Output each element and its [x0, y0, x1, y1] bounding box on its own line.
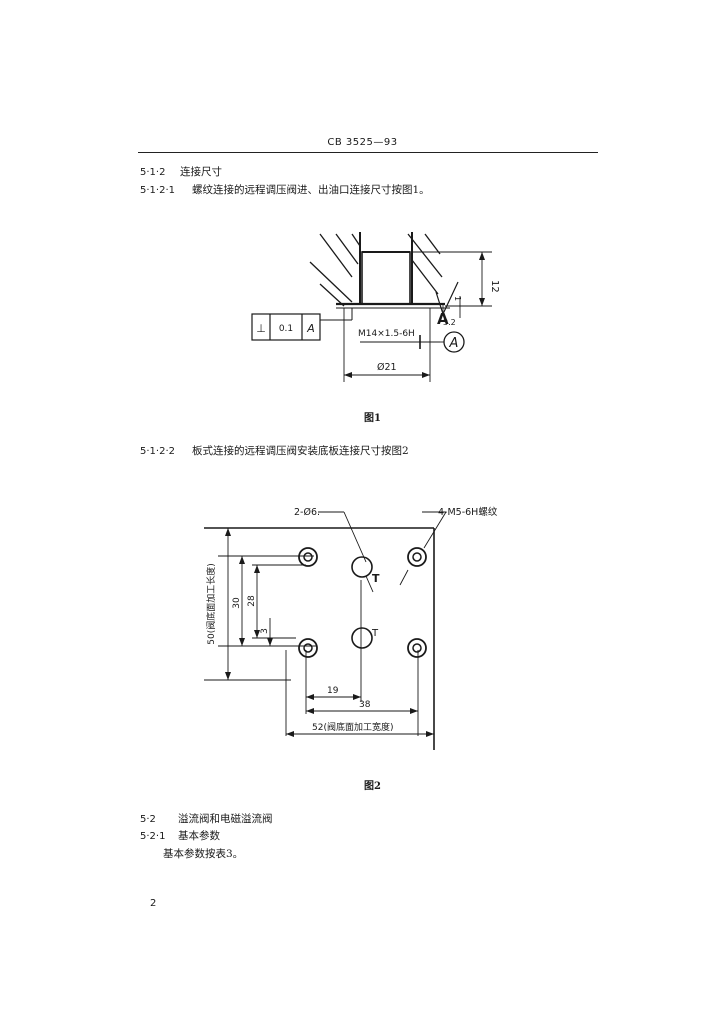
tolerance-symbol: ⊥ — [256, 322, 266, 335]
threaded-hole — [298, 638, 318, 658]
threaded-hole — [298, 547, 318, 567]
vertical-overall-label: 50(阀底面加工长度) — [205, 563, 217, 644]
roughness-value: 3.2 — [443, 318, 456, 327]
dim-3-label: 3 — [260, 628, 270, 634]
section-number: 5·1·2 — [140, 167, 166, 178]
port-hole — [351, 627, 373, 649]
tolerance-frame — [251, 313, 321, 341]
horizontal-overall-label: 52(阀底面加工宽度) — [312, 721, 393, 733]
hatch-line — [411, 259, 439, 295]
section-number: 5·2·1 — [140, 831, 166, 842]
section-5-1-2: 5·1·2 连接尺寸 — [140, 164, 222, 179]
tolerance-value: 0.1 — [279, 324, 293, 334]
datum-circle — [443, 331, 465, 353]
threaded-hole — [407, 638, 427, 658]
section-number: 5·1·2·1 — [140, 185, 175, 196]
hatch-line — [407, 233, 443, 278]
hole-mark: T — [372, 572, 380, 585]
section-title: 基本参数 — [178, 830, 220, 842]
section-text: 板式连接的远程调压阀安装底板连接尺寸按图2 — [192, 445, 409, 457]
standard-code-header: CB 3525—93 — [327, 137, 398, 148]
hatch-line — [319, 283, 345, 307]
figure-1-drawing: A A 3.2 12 1 M14×1.5-6H Ø21 ⊥ 0.1 A — [251, 232, 500, 382]
datum-circle-letter: A — [449, 336, 459, 351]
figure-2-drawing: 2-Ø6. 4-M5-6H螺纹 T T 50(阀底面加工长度) 30 28 3 … — [204, 506, 498, 750]
section-text: 螺纹连接的远程调压阀进、出油口连接尺寸按图1。 — [192, 184, 430, 196]
threaded-hole — [407, 547, 427, 567]
section-title: 溢流阀和电磁溢流阀 — [178, 813, 273, 825]
holes-left-label: 2-Ø6. — [294, 507, 320, 518]
dim-30-label: 30 — [232, 597, 242, 609]
section-number: 5·2 — [140, 814, 156, 825]
dim-38-label: 38 — [359, 700, 371, 710]
thread-label: M14×1.5-6H — [358, 329, 415, 339]
section-5-2-1: 5·2·1 基本参数 — [140, 828, 220, 843]
hatch-line — [309, 261, 353, 303]
hatch-line — [319, 233, 353, 278]
section-title: 连接尺寸 — [180, 166, 222, 178]
section-5-1-2-1: 5·1·2·1 螺纹连接的远程调压阀进、出油口连接尺寸按图1。 — [140, 182, 430, 197]
dia-label: Ø21 — [377, 362, 397, 373]
datum-triangle-letter: A — [437, 310, 449, 328]
port-hole — [351, 556, 373, 578]
section-number: 5·1·2·2 — [140, 446, 175, 457]
hatch-line — [335, 233, 359, 265]
dim-12-label: 12 — [489, 280, 500, 293]
tolerance-datum: A — [306, 322, 315, 335]
section-5-2-1-body: 基本参数按表3。 — [163, 848, 244, 860]
dim-19-label: 19 — [327, 686, 339, 696]
dim-28-label: 28 — [247, 595, 257, 607]
header-rule — [138, 152, 598, 153]
hatch-line — [424, 233, 441, 255]
section-5-2: 5·2 溢流阀和电磁溢流阀 — [140, 811, 273, 826]
figure-2-caption: 图2 — [364, 781, 381, 792]
hole-mark: T — [371, 628, 379, 639]
page-number: 2 — [150, 898, 157, 909]
hatch-line — [351, 233, 361, 247]
holes-right-label: 4-M5-6H螺纹 — [438, 506, 498, 518]
figure-1-caption: 图1 — [364, 413, 381, 424]
dim-1-label: 1 — [453, 296, 462, 301]
section-5-1-2-2: 5·1·2·2 板式连接的远程调压阀安装底板连接尺寸按图2 — [140, 443, 409, 458]
